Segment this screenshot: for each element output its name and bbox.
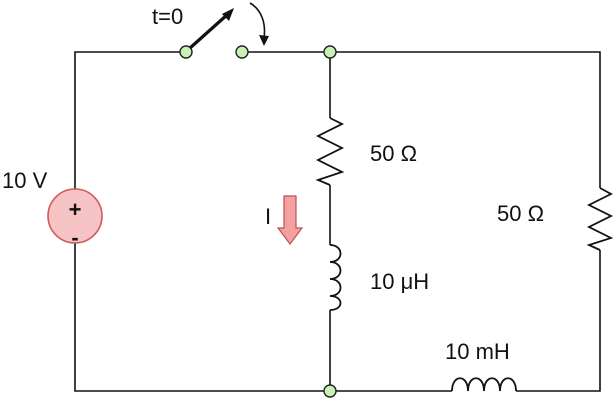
node-bottom-junction [323, 384, 337, 398]
switch-blade-tip [222, 8, 234, 21]
inductor-bottom-label: 10 mH [445, 339, 510, 364]
resistor-right [586, 187, 613, 251]
current-arrow-icon [276, 195, 304, 245]
node-top-junction [323, 45, 337, 59]
switch-blade [188, 12, 230, 50]
voltage-source-minus: - [71, 225, 78, 250]
wires [74, 51, 601, 392]
inductor-bottom [451, 377, 517, 392]
voltage-source-body [47, 188, 103, 244]
node-switch-left [179, 45, 193, 59]
source-label: 10 V [2, 168, 48, 193]
node-switch-right [235, 45, 249, 59]
switch-motion-arrow-head [259, 35, 269, 46]
resistor-middle [315, 117, 345, 186]
resistor-right-label: 50 Ω [497, 201, 544, 226]
wire-left-bottom [74, 240, 330, 392]
resistor-middle-label: 50 Ω [370, 141, 417, 166]
wire-right-bottom [516, 250, 601, 392]
voltage-source: + - [47, 188, 103, 250]
inductor-middle [329, 244, 342, 311]
voltage-source-plus: + [69, 197, 82, 222]
current-label: I [265, 204, 271, 229]
switch-label: t=0 [152, 4, 183, 29]
current-arrow-shape [276, 195, 304, 245]
inductor-middle-label: 10 μH [370, 269, 429, 294]
wire-top [242, 51, 601, 188]
wire-left-top [74, 51, 186, 192]
switch [188, 2, 269, 50]
switch-motion-arrow [249, 2, 266, 39]
